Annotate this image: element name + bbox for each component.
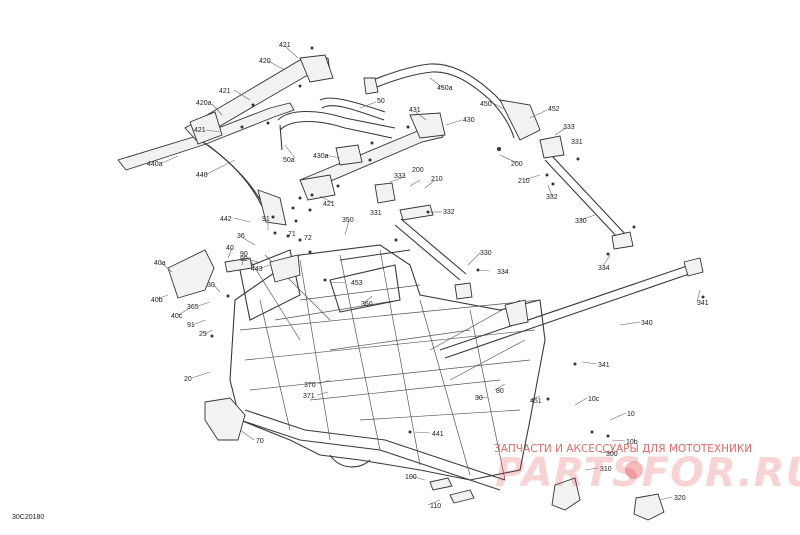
callout-10b: 10b <box>626 439 638 446</box>
callout-110: 110 <box>430 503 441 510</box>
callout-210-right: 210 <box>518 178 530 185</box>
callout-421-mid: 421 <box>323 201 335 208</box>
callout-100: 100 <box>405 474 417 481</box>
callout-350: 350 <box>342 217 354 224</box>
callout-453: 453 <box>351 280 363 287</box>
callout-421-top: 421 <box>279 42 291 49</box>
callout-443: 443 <box>251 266 263 273</box>
callout-365: 365 <box>187 304 199 311</box>
callout-333-right: 333 <box>563 124 575 131</box>
callout-340: 340 <box>641 320 653 327</box>
callout-331-left: 331 <box>370 210 382 217</box>
callout-330-right: 330 <box>575 218 587 225</box>
callout-210-left: 210 <box>431 176 443 183</box>
callout-30-right: 30 <box>475 395 483 402</box>
callout-421-left: 421 <box>194 127 206 134</box>
callout-90: 90 <box>240 251 248 258</box>
callout-72: 72 <box>304 235 312 242</box>
callout-332-right: 332 <box>546 194 558 201</box>
callout-36: 36 <box>237 233 245 240</box>
watermark-logo-accent <box>625 461 643 479</box>
callout-200-right: 200 <box>511 161 523 168</box>
callout-25: 25 <box>199 331 207 338</box>
callout-450: 450 <box>480 101 492 108</box>
callout-40c: 40c <box>171 313 183 320</box>
callout-50a: 50a <box>283 157 295 164</box>
callout-330-left: 330 <box>480 250 492 257</box>
callout-40b: 40b <box>151 297 163 304</box>
callout-92: 92 <box>240 256 248 263</box>
support-tube-330-left <box>374 182 473 300</box>
callout-370: 370 <box>304 382 316 389</box>
support-tube-330-right <box>539 135 634 250</box>
leader-lines <box>156 45 701 506</box>
callout-334-left: 334 <box>497 269 509 276</box>
callout-50: 50 <box>377 98 385 105</box>
callout-341-top: 341 <box>697 300 709 307</box>
callout-442: 442 <box>220 216 232 223</box>
callout-451: 451 <box>530 398 542 405</box>
callout-440: 440 <box>196 172 208 179</box>
callout-40: 40 <box>226 245 234 252</box>
callout-30-left: 30 <box>207 282 215 289</box>
callout-200-left: 200 <box>412 167 424 174</box>
watermark: ЗАПЧАСТИ И АКСЕССУАРЫ ДЛЯ МОТОТЕХНИКИ PA… <box>494 443 800 496</box>
callout-333-left: 333 <box>394 173 406 180</box>
callout-332-left: 332 <box>443 209 455 216</box>
callout-10: 10 <box>627 411 635 418</box>
callout-430: 430 <box>463 117 475 124</box>
callout-360: 360 <box>361 301 373 308</box>
rear-cage-450 <box>363 63 541 141</box>
callout-10c: 10c <box>588 396 600 403</box>
callout-420a: 420a <box>196 100 212 107</box>
callout-441: 441 <box>432 431 444 438</box>
callout-341-bottom: 341 <box>598 362 610 369</box>
callout-70: 70 <box>256 438 264 445</box>
watermark-caption: ЗАПЧАСТИ И АКСЕССУАРЫ ДЛЯ МОТОТЕХНИКИ <box>494 443 752 455</box>
callout-452: 452 <box>548 106 560 113</box>
fasteners <box>210 46 705 438</box>
callout-71: 71 <box>288 231 296 238</box>
callout-20: 20 <box>184 376 192 383</box>
document-code: 30C20180 <box>12 514 45 521</box>
callout-431: 431 <box>409 107 421 114</box>
watermark-logo: PARTSFOR.RU <box>495 450 800 496</box>
main-frame <box>167 244 704 521</box>
callout-420: 420 <box>259 58 271 65</box>
callout-450a: 450a <box>437 85 453 92</box>
callout-421: 421 <box>219 88 231 95</box>
callout-430a: 430a <box>313 153 329 160</box>
roll-cage-front-tube <box>184 54 334 145</box>
callout-labels: 421 420 421 420a 421 440a 440 50 50a 431… <box>147 42 709 510</box>
rear-cage-430 <box>299 112 446 201</box>
cross-tube-50 <box>277 97 396 151</box>
callout-40a: 40a <box>154 260 166 267</box>
callout-371: 371 <box>303 393 315 400</box>
callout-440a: 440a <box>147 161 163 168</box>
callout-334-right: 334 <box>598 265 610 272</box>
callout-310: 310 <box>600 466 612 473</box>
callout-91-bottom: 91 <box>187 322 195 329</box>
callout-300: 300 <box>606 451 618 458</box>
callout-91-top: 91 <box>262 216 270 223</box>
callout-320: 320 <box>674 495 686 502</box>
callout-331-right: 331 <box>571 139 583 146</box>
callout-80: 80 <box>496 388 504 395</box>
